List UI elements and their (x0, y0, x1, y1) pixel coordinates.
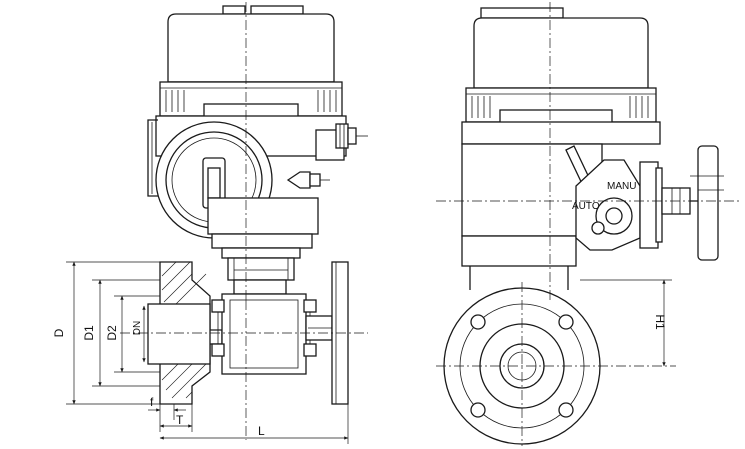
side-actuator-housing (461, 7, 661, 290)
side-handwheel (697, 145, 719, 261)
front-view: D D1 D2 DN f T L (52, 2, 368, 444)
front-cable-gland-side (286, 171, 330, 189)
bolt-hole (470, 314, 486, 330)
dim-DN-label: DN (132, 321, 143, 335)
dim-D-line (66, 261, 160, 405)
bolt-hole (558, 402, 574, 418)
dim-H1-label: H1 (653, 314, 667, 330)
dim-T-line (159, 404, 193, 432)
side-view: MANU AUTO H1 (436, 2, 740, 446)
dim-H1-line (580, 279, 672, 367)
selector-manu-label: MANU (607, 181, 636, 192)
front-cable-gland-top (335, 123, 368, 149)
front-bracket (207, 197, 319, 295)
dim-D-label: D (52, 328, 66, 337)
dim-D2-label: D2 (105, 325, 119, 341)
dim-T-label: T (176, 413, 184, 427)
manual-override-mechanism (565, 145, 724, 261)
dim-f-label: f (150, 395, 154, 409)
bolt-hole (558, 314, 574, 330)
dim-D2-line (114, 295, 160, 373)
dim-L-line (159, 404, 349, 444)
front-valve-body (211, 293, 333, 375)
dim-D1-label: D1 (82, 325, 96, 341)
dim-D1-line (92, 279, 160, 387)
selector-auto-label: AUTO (572, 201, 600, 212)
bolt-hole (470, 402, 486, 418)
dim-L-label: L (258, 424, 265, 438)
